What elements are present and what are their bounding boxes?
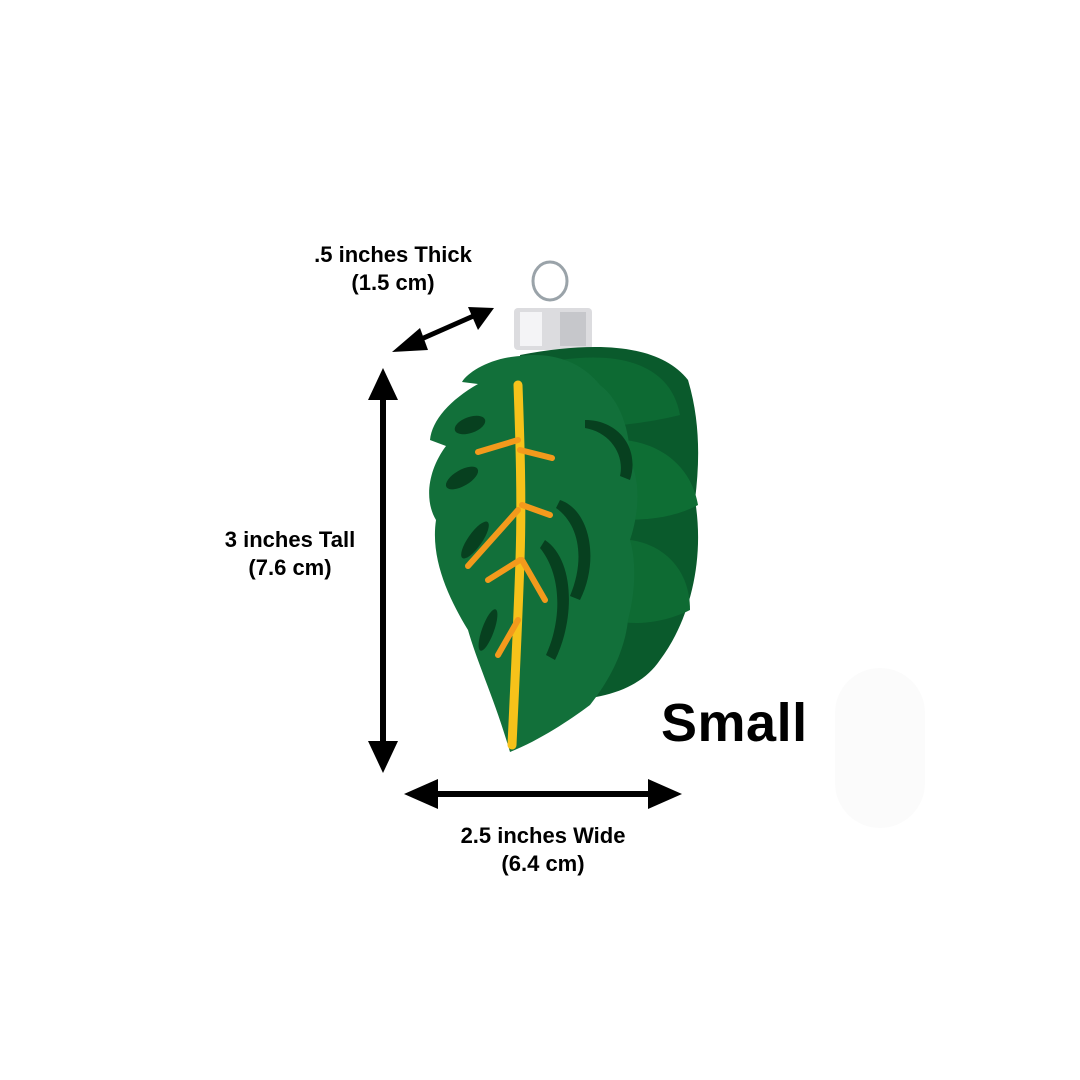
thickness-arrow-icon — [392, 307, 494, 352]
thickness-imperial: .5 inches Thick — [314, 242, 472, 267]
height-arrow-icon — [368, 368, 398, 773]
hanger-loop-icon — [531, 260, 569, 302]
height-label: 3 inches Tall (7.6 cm) — [185, 526, 395, 581]
size-label: Small — [661, 693, 808, 753]
ornament-cap — [514, 308, 592, 350]
height-imperial: 3 inches Tall — [224, 527, 356, 552]
width-imperial: 2.5 inches Wide — [460, 823, 626, 848]
height-metric: (7.6 cm) — [248, 554, 332, 580]
background-smudge — [835, 668, 925, 828]
monstera-leaf-ornament — [429, 347, 699, 752]
thickness-label: .5 inches Thick (1.5 cm) — [280, 241, 506, 296]
width-metric: (6.4 cm) — [501, 850, 585, 876]
width-label: 2.5 inches Wide (6.4 cm) — [418, 822, 668, 877]
thickness-metric: (1.5 cm) — [351, 269, 435, 295]
width-arrow-icon — [404, 779, 682, 809]
